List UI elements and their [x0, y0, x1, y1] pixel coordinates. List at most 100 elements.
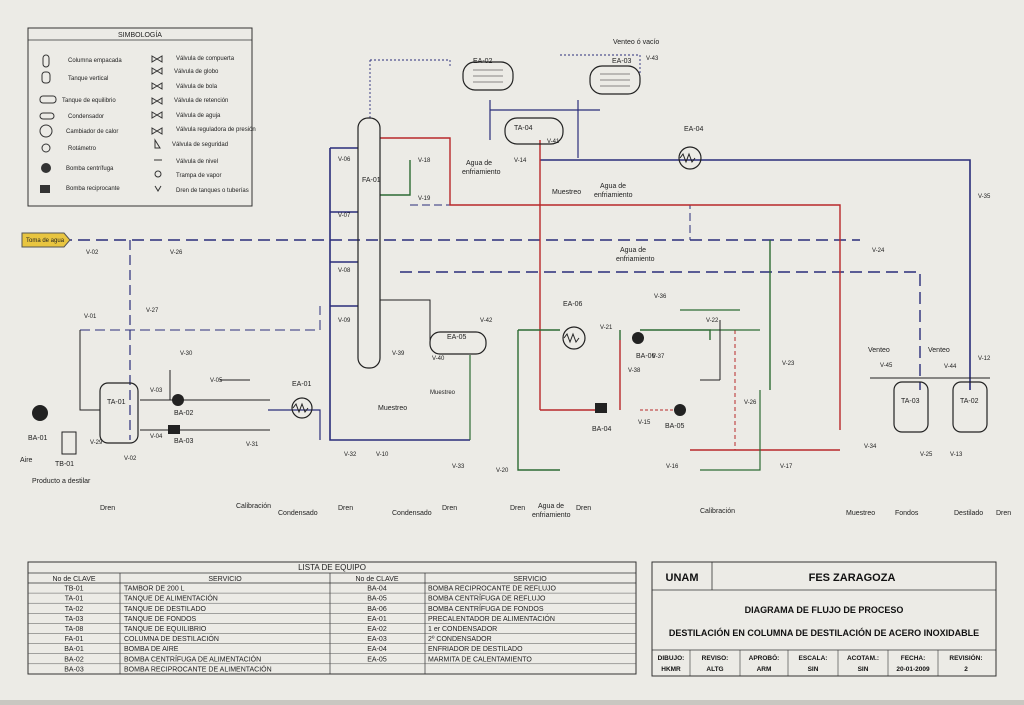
valve-tag: V-26: [170, 250, 183, 256]
tank-ta-01: [99, 382, 139, 444]
pump-ba-05: [674, 404, 686, 416]
stream-label: Condensado: [278, 510, 318, 517]
legend-label: Válvula de nivel: [176, 159, 218, 165]
valve-tag: V-13: [950, 452, 963, 458]
table-cell: 1 er CONDENSADOR: [428, 626, 497, 633]
valve-tag: V-16: [666, 464, 679, 470]
stream-label: Calibración: [700, 508, 735, 515]
valve-tag: V-03: [150, 388, 163, 394]
valve-tag: V-08: [338, 268, 351, 274]
stream-label: enfriamiento: [532, 512, 571, 519]
valve-tag: V-42: [480, 318, 493, 324]
globe-valve-icon: [151, 67, 163, 75]
packed-column-icon: [42, 54, 50, 68]
tank-ta-04: [504, 117, 564, 145]
condenser-icon: [39, 112, 55, 120]
legend-label: Rotámetro: [68, 146, 97, 152]
stream-label: Venteo: [928, 347, 950, 354]
column-fa-01: [357, 117, 381, 369]
legend-label: Válvula de aguja: [176, 113, 221, 119]
field-label: ESCALA:: [799, 655, 828, 662]
institution-label: UNAM: [666, 572, 699, 584]
legend-label: Condensador: [68, 114, 104, 120]
valve-tag: V-14: [514, 158, 527, 164]
stream-label: Condensado: [392, 510, 432, 517]
valve-tag: V-18: [418, 158, 431, 164]
stream-label: Muestreo: [552, 189, 581, 196]
table-cell: BA-02: [64, 656, 84, 663]
stream-label: Muestreo: [430, 390, 456, 396]
legend-label: Bomba centrífuga: [66, 166, 114, 172]
equipment-label: TA-04: [514, 125, 533, 132]
pump-ba-03: [168, 425, 180, 434]
legend-title: SIMBOLOGÍA: [118, 30, 162, 39]
valve-tag: V-24: [872, 248, 885, 254]
safety-valve-icon: [154, 138, 161, 149]
field-value: ALTG: [706, 666, 723, 673]
legend-label: Dren de tanques o tuberías: [176, 188, 249, 194]
equipment: FA-01 TA-01 TB-01 BA-01 BA-02 BA-03 EA-0…: [21, 58, 988, 468]
table-cell: EA-05: [367, 656, 387, 663]
table-cell: EA-01: [367, 616, 387, 623]
legend-label: Columna empacada: [68, 58, 122, 64]
legend-label: Válvula de retención: [174, 98, 228, 104]
table-cell: ENFRIADOR DE DESTILADO: [428, 646, 523, 653]
field-value: 2: [964, 666, 968, 673]
equipment-label: EA-01: [292, 381, 312, 388]
valve-tag: V-06: [338, 157, 351, 163]
stream-label: Agua de: [620, 247, 646, 254]
reciprocating-pump-icon: [40, 185, 50, 193]
valve-tag: V-09: [338, 318, 351, 324]
valve-tag: V-17: [780, 464, 793, 470]
table-cell: COLUMNA DE DESTILACIÓN: [124, 634, 219, 643]
equipment-label: TA-01: [107, 399, 126, 406]
table-cell: BA-03: [64, 666, 84, 673]
valve-tag: V-35: [978, 194, 991, 200]
valve-tag: V-41: [547, 139, 560, 145]
stream-label: Dren: [442, 505, 457, 512]
stream-label: Aire: [20, 457, 33, 464]
legend-label: Cambiador de calor: [66, 129, 118, 135]
stream-label: Calibración: [236, 503, 271, 510]
cooler-ea-04: [678, 146, 702, 170]
legend-label: Tanque vertical: [68, 76, 108, 82]
valve-tag: V-26: [744, 400, 757, 406]
stream-label: enfriamiento: [462, 169, 501, 176]
stream-labels: Venteo ó vacío Agua de enfriamiento Mues…: [20, 39, 1011, 519]
valve-tags: V-02 V-26 V-01 V-27 V-06 V-07 V-08 V-09 …: [84, 56, 991, 474]
check-valve-icon: [151, 97, 163, 105]
valve-tag: V-07: [338, 213, 351, 219]
table-cell: BA-01: [64, 646, 84, 653]
table-cell: BOMBA RECIPROCANTE DE ALIMENTACIÓN: [124, 664, 272, 673]
legend-label: Bomba reciprocante: [66, 186, 120, 192]
valve-tag: V-39: [392, 351, 405, 357]
drain-icon: [154, 185, 162, 192]
condenser-ea-03: [589, 65, 641, 95]
table-cell: BA-06: [367, 606, 387, 613]
steam-trap-icon: [154, 170, 162, 178]
stream-label: Agua de: [466, 160, 492, 167]
valve-tag: V-40: [432, 356, 445, 362]
table-cell: 2º CONDENSADOR: [428, 636, 492, 643]
table-header: No de CLAVE: [52, 576, 95, 583]
valve-tag: V-32: [344, 452, 357, 458]
drum-tb-01: [61, 431, 77, 455]
stream-label: Fondos: [895, 510, 919, 517]
valve-tag: V-31: [246, 442, 259, 448]
stream-label: Dren: [510, 505, 525, 512]
valve-tag: V-20: [496, 468, 509, 474]
valve-tag: V-22: [706, 318, 719, 324]
stream-label: Dren: [338, 505, 353, 512]
pump-ba-06: [632, 332, 644, 344]
valve-tag: V-38: [628, 368, 641, 374]
equipment-label: EA-02: [473, 58, 493, 65]
field-value: HKMR: [661, 666, 681, 673]
valve-tag: V-29: [90, 440, 103, 446]
valve-tag: V-10: [376, 452, 389, 458]
equipment-label: FA-01: [362, 177, 381, 184]
table-header: No de CLAVE: [355, 576, 398, 583]
valve-tag: V-44: [944, 364, 957, 370]
equipment-list-title: LISTA DE EQUIPO: [298, 563, 366, 572]
